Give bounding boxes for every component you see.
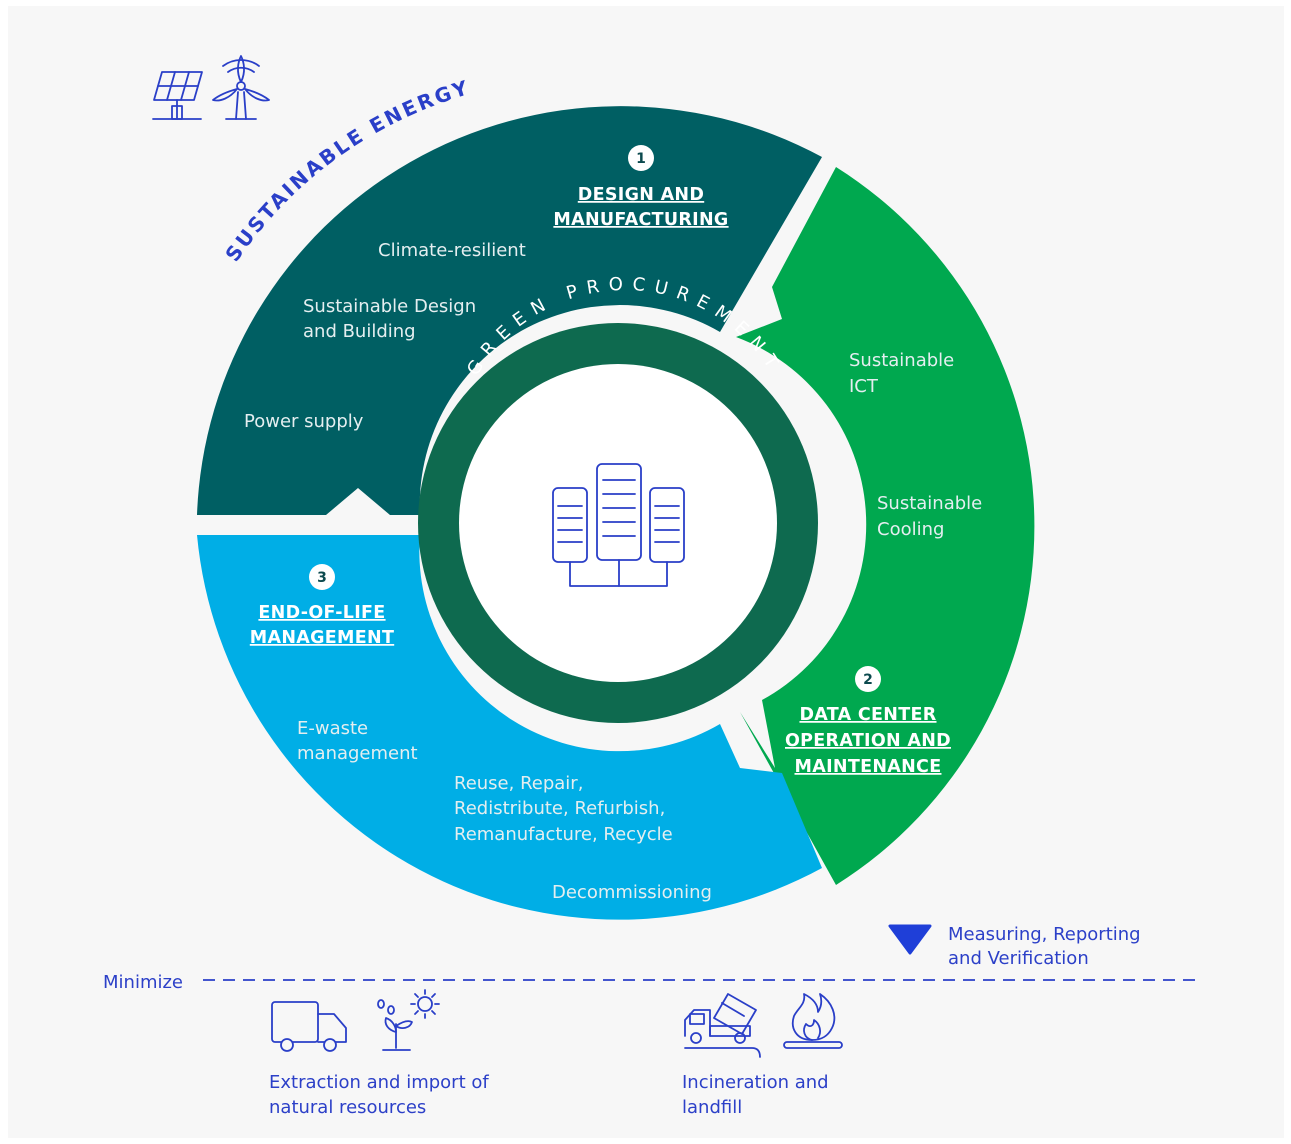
- endoflife-item-reuse: Reuse, Repair,: [454, 773, 583, 794]
- incineration-label-line2: landfill: [682, 1097, 742, 1118]
- operation-title-line1: DATA CENTER: [799, 705, 936, 725]
- endoflife-title-line2: MANAGEMENT: [250, 628, 394, 648]
- center-circle: [459, 364, 777, 682]
- design-item-power-supply: Power supply: [244, 411, 364, 432]
- operation-item-sustainable-ict-2: ICT: [849, 376, 879, 397]
- incineration-label-line1: Incineration and: [682, 1072, 829, 1093]
- segment-1-number: 1: [636, 151, 646, 167]
- minimize-label: Minimize: [103, 972, 183, 993]
- endoflife-item-remanufacture: Remanufacture, Recycle: [454, 824, 673, 845]
- extraction-label-line2: natural resources: [269, 1097, 426, 1118]
- endoflife-item-ewaste-1: E-waste: [297, 718, 368, 739]
- operation-item-sustainable-cooling-2: Cooling: [877, 519, 944, 540]
- endoflife-item-ewaste-2: management: [297, 743, 418, 764]
- endoflife-item-redistribute: Redistribute, Refurbish,: [454, 798, 665, 819]
- dump-truck-icon: [684, 993, 761, 1058]
- design-title-line2: MANUFACTURING: [553, 210, 728, 230]
- operation-title-line2: OPERATION AND: [785, 731, 951, 751]
- segment-3-number: 3: [317, 570, 327, 586]
- segment-2-number-badge: [855, 666, 881, 692]
- wind-turbine-icon: [212, 55, 270, 120]
- segment-design-manufacturing: [197, 106, 822, 515]
- segment-end-of-life: [197, 535, 822, 920]
- segment-data-center-operation: [736, 167, 1035, 885]
- mrv-label-line1: Measuring, Reporting: [948, 924, 1141, 945]
- endoflife-title-line1: END-OF-LIFE: [258, 603, 385, 623]
- segment-2-number: 2: [863, 672, 873, 688]
- endoflife-item-decommissioning: Decommissioning: [552, 882, 712, 903]
- triangle-marker-icon: [888, 924, 932, 955]
- design-item-and-building: and Building: [303, 321, 416, 342]
- segment-1-number-badge: [628, 145, 654, 171]
- server-rack-icon: [552, 463, 685, 587]
- design-title-line1: DESIGN AND: [578, 185, 704, 205]
- plant-sun-icon: [377, 989, 440, 1051]
- fire-icon: [783, 993, 843, 1049]
- design-item-climate-resilient: Climate-resilient: [378, 240, 526, 261]
- truck-icon: [271, 1001, 347, 1052]
- design-item-sustainable-design: Sustainable Design: [303, 296, 476, 317]
- operation-title-line3: MAINTENANCE: [795, 757, 942, 777]
- solar-panel-icon: [152, 71, 203, 120]
- segment-3-number-badge: [309, 564, 335, 590]
- operation-item-sustainable-cooling-1: Sustainable: [877, 493, 982, 514]
- extraction-label-line1: Extraction and import of: [269, 1072, 489, 1093]
- operation-item-sustainable-ict-1: Sustainable: [849, 350, 954, 371]
- mrv-label-line2: and Verification: [948, 948, 1089, 969]
